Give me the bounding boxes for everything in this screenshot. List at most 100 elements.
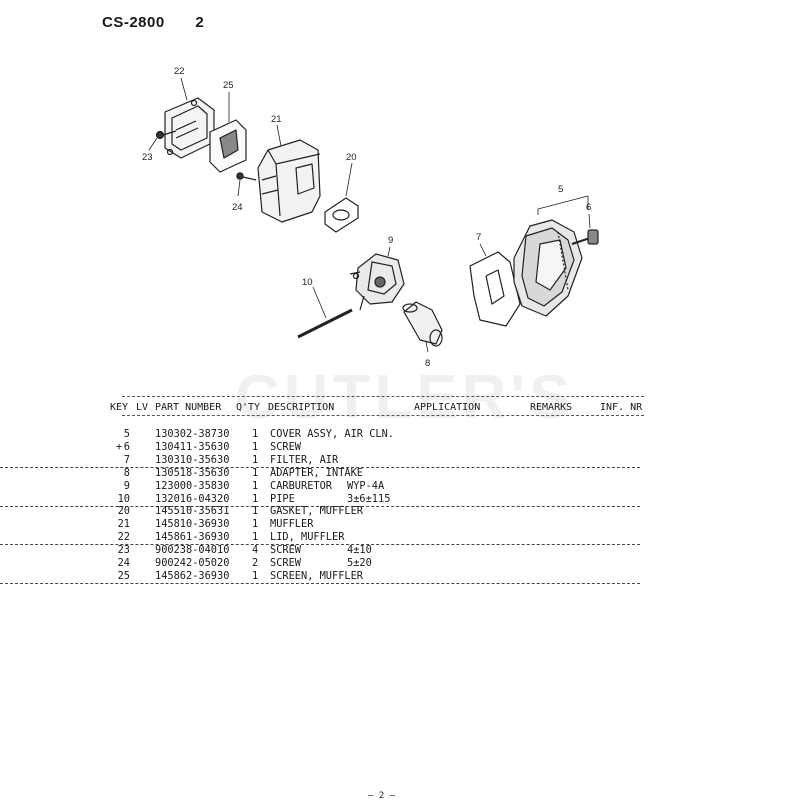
table-top-rule [122, 396, 644, 397]
part-6-screw [571, 229, 599, 246]
header-key: KEY [110, 402, 129, 413]
model-number: CS-2800 [102, 14, 165, 31]
page-footer: — 2 — [368, 791, 396, 801]
row-qty: 1 [252, 479, 259, 492]
row-description: MUFFLER [270, 518, 314, 531]
row-description: SCREW [270, 440, 301, 453]
callout-25: 25 [223, 80, 234, 91]
row-qty: 1 [252, 466, 259, 479]
part-10-pipe [297, 308, 353, 339]
watermark-text: CUTLER'S [235, 363, 575, 432]
table-row: 8 130518-35630 1 ADAPTER, INTAKE [0, 467, 640, 480]
row-mark: + [116, 440, 123, 453]
row-key: 23 [117, 544, 130, 557]
row-key: 8 [123, 466, 130, 479]
callout-10: 10 [302, 277, 313, 288]
row-qty: 1 [252, 453, 259, 466]
callout-8: 8 [425, 358, 430, 369]
row-part-number: 900242-05020 [155, 557, 230, 569]
row-spec: 5±20 [347, 557, 372, 569]
row-description: COVER ASSY, AIR CLN. [270, 428, 394, 440]
row-qty: 1 [252, 492, 259, 505]
part-8-intake-adapter [402, 301, 443, 347]
row-part-number: 130310-35630 [155, 453, 230, 466]
row-part-number: 145862-36930 [155, 569, 230, 582]
row-key: 22 [117, 531, 130, 544]
row-qty: 4 [252, 544, 259, 557]
part-25-muffler-screen [209, 119, 247, 173]
table-row: 21 145810-36930 1 MUFFLER [0, 518, 640, 531]
callout-23: 23 [142, 152, 153, 163]
row-part-number: 130411-35630 [155, 440, 230, 453]
header-lv: LV [136, 402, 149, 413]
row-key: 20 [117, 505, 130, 518]
table-header-rule [122, 415, 644, 416]
part-21-muffler [257, 139, 321, 223]
row-part-number: 123000-35830 [155, 479, 230, 492]
row-description: PIPE [270, 492, 295, 505]
callout-5: 5 [558, 184, 563, 195]
row-qty: 2 [252, 557, 259, 569]
row-qty: 1 [252, 440, 259, 453]
row-description: SCREW [270, 544, 301, 557]
header-application: APPLICATION [414, 402, 481, 413]
table-header-row: KEY LV PART NUMBER Q'TY DESCRIPTION APPL… [110, 402, 642, 501]
row-part-number: 130302-38730 [155, 428, 230, 440]
row-key: 25 [117, 569, 130, 582]
part-23-screw [155, 130, 177, 140]
row-key: 6 [123, 440, 130, 453]
row-part-number: 145810-36930 [155, 518, 230, 531]
callout-7: 7 [476, 232, 481, 243]
row-description: GASKET, MUFFLER [270, 505, 363, 518]
row-qty: 1 [252, 518, 259, 531]
row-spec: 4±10 [347, 544, 372, 557]
row-key: 9 [123, 479, 130, 492]
row-spec: WYP-4A [347, 479, 385, 492]
part-9-carburetor [349, 253, 405, 311]
row-description: CARBURETOR [270, 479, 332, 492]
row-key: 24 [117, 557, 130, 569]
callout-22: 22 [174, 66, 185, 77]
callout-20: 20 [346, 152, 357, 163]
row-qty: 1 [252, 505, 259, 518]
header-remarks: REMARKS [530, 402, 573, 413]
row-key: 21 [117, 518, 130, 531]
row-key: 7 [123, 453, 130, 466]
row-part-number: 130518-35630 [155, 466, 230, 479]
row-description: ADAPTER, INTAKE [270, 466, 363, 479]
table-row: 20 145510-35631 1 GASKET, MUFFLER [0, 505, 640, 518]
row-key: 10 [117, 492, 130, 505]
row-description: LID, MUFFLER [270, 531, 345, 544]
row-description: SCREW [270, 557, 301, 569]
row-description: SCREEN, MUFFLER [270, 569, 363, 582]
row-part-number: 132016-04320 [155, 492, 230, 505]
part-5-air-cleaner-cover [513, 219, 583, 317]
row-qty: 1 [252, 428, 259, 440]
callout-21: 21 [271, 114, 282, 125]
callout-6: 6 [586, 202, 591, 213]
page-number: 2 [195, 14, 205, 31]
header-description: DESCRIPTION [268, 402, 335, 413]
header-part-number: PART NUMBER [155, 402, 222, 413]
callout-9: 9 [388, 235, 393, 246]
part-24-screw [236, 172, 257, 181]
table-row: 24 900242-05020 2 SCREW 5±20 [0, 557, 640, 570]
header-inf-nr: INF. NR [600, 402, 643, 413]
table-row: 9 123000-35830 1 CARBURETOR WYP-4A [0, 480, 640, 493]
row-qty: 1 [252, 531, 259, 544]
part-7-air-filter [469, 251, 521, 327]
callout-24: 24 [232, 202, 243, 213]
exploded-parts-diagram: 22 25 21 20 23 24 5 6 7 9 10 8 [142, 66, 599, 369]
page-header: CS-2800 2 [102, 14, 204, 31]
row-description: FILTER, AIR [270, 453, 339, 466]
table-row: 6+130411-35630 1 SCREW [0, 441, 640, 454]
table-row: 7 130310-35630 1 FILTER, AIR [0, 454, 640, 468]
part-22-muffler-lid [164, 97, 215, 159]
part-20-muffler-gasket [324, 197, 359, 233]
row-part-number: 145510-35631 [155, 505, 230, 518]
